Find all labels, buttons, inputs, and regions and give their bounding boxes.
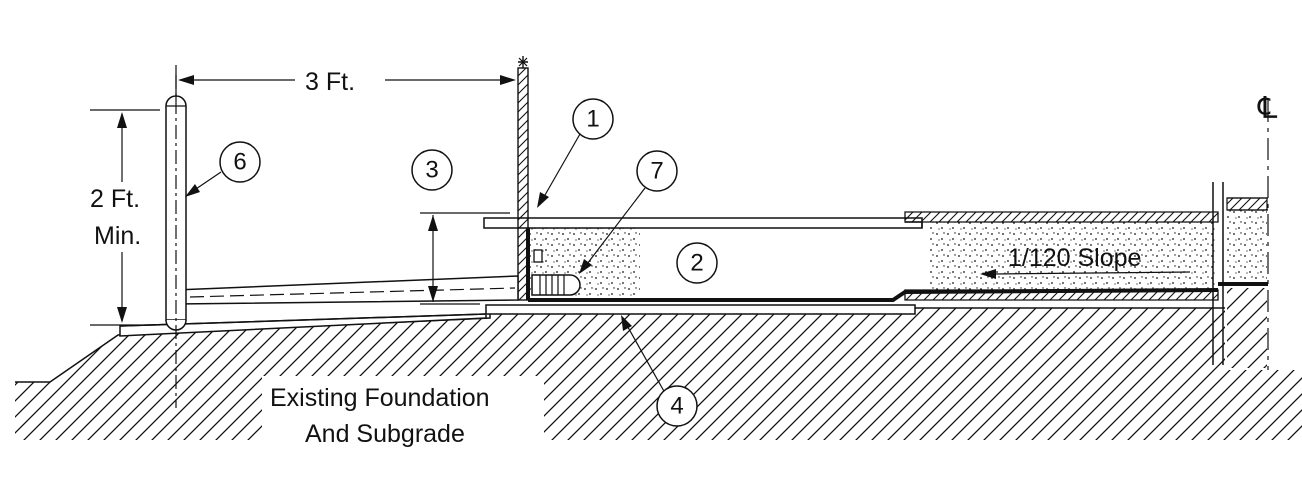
centerline: ℄ — [1257, 92, 1278, 370]
callout-2: 2 — [676, 242, 718, 284]
foundation-annotation: Existing Foundation And Subgrade — [262, 376, 544, 448]
callout-4: 4 — [621, 315, 698, 427]
callout-7-number: 7 — [650, 158, 663, 185]
deck-assembly — [483, 211, 1268, 302]
callout-4-number: 4 — [670, 393, 683, 420]
post — [165, 75, 187, 408]
callout-1: 1 — [537, 98, 614, 208]
centerline-symbol: ℄ — [1257, 92, 1278, 125]
callout-6-number: 6 — [233, 149, 246, 176]
slope-label: 1/120 Slope — [1008, 244, 1141, 272]
dimension-width: 3 Ft. — [175, 65, 516, 100]
right-wall — [1212, 182, 1268, 368]
existing-ground — [0, 307, 1302, 490]
callout-1-number: 1 — [586, 106, 599, 133]
guard-wall — [517, 56, 529, 301]
callout-3-number: 3 — [425, 157, 438, 184]
foundation-label-2: And Subgrade — [305, 420, 465, 448]
rail-arm — [174, 275, 519, 305]
callout-7: 7 — [579, 150, 678, 274]
callout-3: 3 — [411, 149, 453, 191]
callout-2-number: 2 — [690, 250, 703, 277]
width-dimension-label: 3 Ft. — [305, 68, 355, 96]
callout-6: 6 — [185, 141, 261, 197]
dimension-rail-height — [420, 212, 510, 305]
bracket — [533, 249, 543, 263]
height-dimension-label-1: 2 Ft. — [90, 185, 140, 213]
dimension-height: 2 Ft. Min. — [90, 109, 160, 326]
height-dimension-label-2: Min. — [94, 222, 141, 250]
anchor-bolt — [531, 274, 581, 296]
slope-annotation: 1/120 Slope — [980, 244, 1191, 279]
foundation-label-1: Existing Foundation — [270, 384, 490, 412]
